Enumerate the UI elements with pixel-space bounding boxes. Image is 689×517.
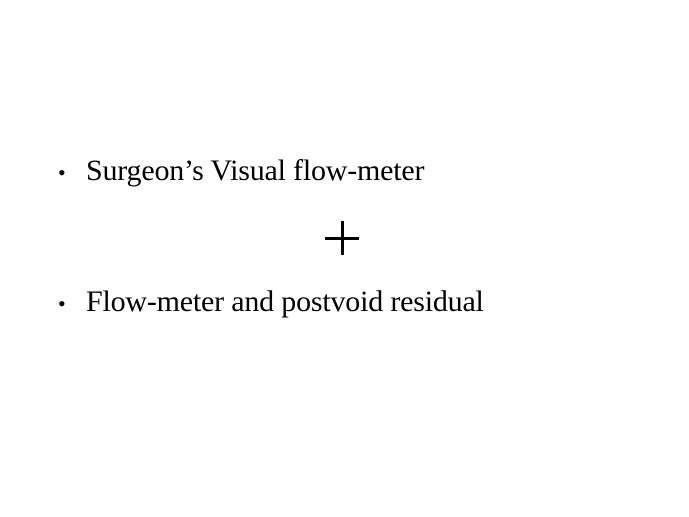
bullet-marker: • (58, 160, 66, 185)
plus-icon (322, 218, 362, 258)
bullet-item-visual-flow-meter: • Surgeon’s Visual flow-meter (58, 154, 425, 188)
bullet-marker: • (58, 291, 66, 316)
bullet-text: Surgeon’s Visual flow-meter (86, 154, 425, 187)
plus-icon-vertical-bar (341, 221, 344, 255)
bullet-text: Flow-meter and postvoid residual (86, 285, 484, 318)
bullet-item-flow-meter-residual: • Flow-meter and postvoid residual (58, 285, 484, 319)
